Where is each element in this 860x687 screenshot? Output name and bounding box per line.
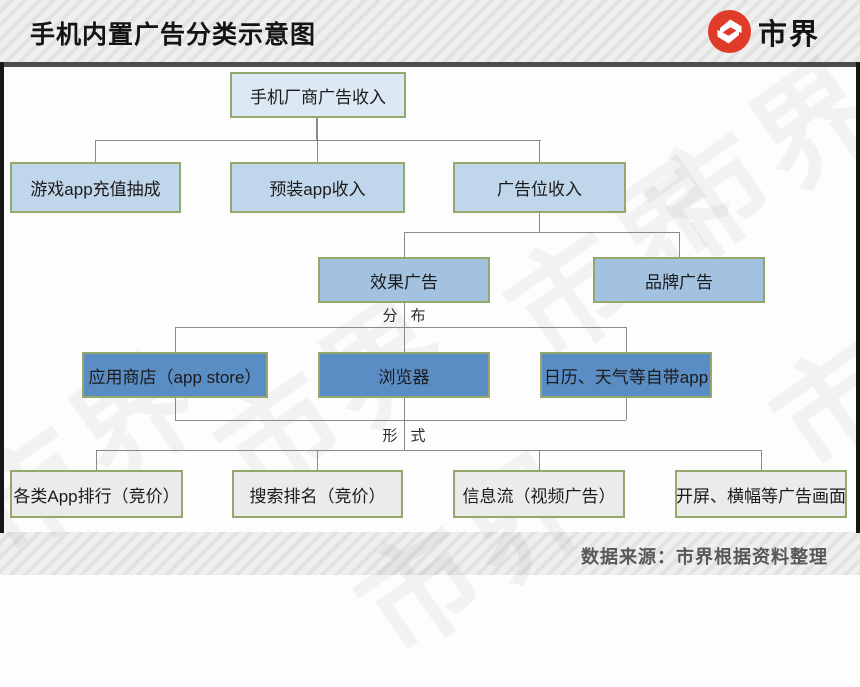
connector-line — [96, 450, 97, 470]
right-edge-strip — [856, 62, 860, 533]
connector-line — [175, 327, 176, 352]
flow-node-label: 各类App排行（竞价） — [13, 486, 180, 506]
watermark-text: 市界 — [0, 328, 228, 581]
connector-line — [96, 450, 761, 451]
connector-line — [679, 232, 680, 257]
connector-line — [95, 140, 96, 162]
flow-node-label: 开屏、横幅等广告画面 — [676, 486, 846, 506]
connector-line — [404, 303, 405, 327]
connector-line — [626, 398, 627, 420]
data-source-note: 数据来源：市界根据资料整理 — [581, 547, 828, 567]
flow-node: 品牌广告 — [593, 257, 765, 303]
flow-node: 日历、天气等自带app — [540, 352, 712, 398]
branch-label-char: 式 — [410, 427, 426, 445]
connector-line — [175, 420, 626, 421]
watermark-text: 市界 — [468, 108, 773, 393]
connector-line — [539, 450, 540, 470]
flow-node-label: 游戏app充值抽成 — [30, 180, 161, 199]
left-edge-strip — [0, 62, 4, 533]
flow-node-label: 日历、天气等自带app — [543, 367, 709, 387]
flow-node: 游戏app充值抽成 — [10, 162, 181, 213]
connector-line — [317, 140, 318, 162]
watermark-text: 市界 — [335, 428, 618, 681]
flow-node-label: 信息流（视频广告） — [462, 486, 616, 506]
connector-line — [95, 140, 541, 141]
connector-line — [317, 450, 318, 470]
flow-node: 手机厂商广告收入 — [230, 72, 406, 118]
flow-node: 预装app收入 — [230, 162, 405, 213]
connector-line — [539, 140, 540, 162]
connector-line — [404, 327, 405, 352]
connector-line — [626, 327, 627, 352]
flow-node-label: 效果广告 — [370, 272, 438, 292]
flow-node-label: 应用商店（app store） — [88, 367, 262, 387]
branch-label-char: 形 — [382, 427, 398, 445]
flow-node: 信息流（视频广告） — [453, 470, 625, 518]
flow-node-label: 预装app收入 — [269, 180, 366, 199]
footer-band — [0, 532, 860, 575]
connector-line — [175, 398, 176, 420]
flow-node: 浏览器 — [318, 352, 490, 398]
flow-node: 各类App排行（竞价） — [10, 470, 183, 518]
connector-line — [404, 232, 679, 233]
branch-label: 形式 — [382, 425, 425, 446]
watermark-text: 市界 — [625, 33, 860, 286]
flow-node-label: 广告位收入 — [497, 180, 582, 199]
connector-line — [316, 118, 318, 140]
flow-node: 应用商店（app store） — [82, 352, 268, 398]
shijie-logo-icon — [707, 10, 751, 53]
branch-label: 分布 — [382, 305, 425, 326]
branch-label-char: 布 — [410, 307, 426, 325]
page-title: 手机内置广告分类示意图 — [30, 21, 317, 49]
flow-node: 广告位收入 — [453, 162, 626, 213]
flow-node-label: 搜索排名（竞价） — [249, 486, 386, 506]
branch-label-char: 分 — [382, 307, 398, 325]
flow-node: 搜索排名（竞价） — [232, 470, 403, 518]
brand-name: 市界 — [757, 18, 820, 51]
connector-line — [539, 213, 540, 232]
connector-line — [404, 398, 405, 420]
flowchart: 市界市界市界市界市界市界手机厂商广告收入游戏app充值抽成预装app收入广告位收… — [0, 33, 860, 681]
brand-logo: 市界 — [707, 10, 820, 53]
connector-line — [404, 232, 405, 257]
flow-node-label: 手机厂商广告收入 — [250, 87, 386, 107]
flow-node: 开屏、横幅等广告画面 — [675, 470, 847, 518]
connector-line — [175, 327, 626, 328]
connector-line — [404, 420, 405, 450]
header-divider — [0, 62, 860, 67]
flow-node: 效果广告 — [318, 257, 490, 303]
connector-line — [761, 450, 762, 470]
flow-node-label: 品牌广告 — [645, 272, 713, 292]
flow-node-label: 浏览器 — [378, 367, 430, 387]
